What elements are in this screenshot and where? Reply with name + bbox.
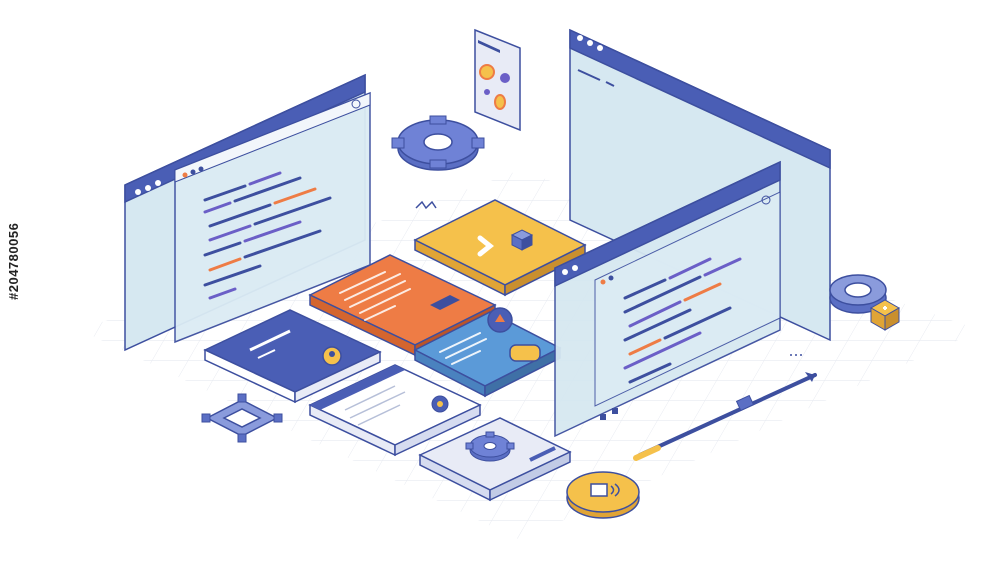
ring-icon bbox=[829, 274, 887, 314]
left-code-editor-window bbox=[174, 91, 371, 344]
gear-icon bbox=[391, 115, 485, 171]
checkmark-icon bbox=[477, 235, 495, 257]
stock-image-id: #204780056 bbox=[6, 222, 21, 300]
plus-icon bbox=[869, 299, 901, 331]
wireless-pay-icon bbox=[566, 471, 640, 519]
gear-document-card bbox=[418, 417, 572, 502]
pen-stylus-icon bbox=[633, 354, 817, 461]
right-code-editor-window bbox=[554, 160, 781, 438]
gear-icon bbox=[465, 431, 515, 462]
blue-app-window-card bbox=[203, 309, 382, 404]
battery-icon bbox=[509, 344, 541, 362]
white-document-card bbox=[308, 364, 482, 457]
light-blue-tile bbox=[413, 307, 562, 398]
mobile-app-card bbox=[474, 28, 521, 132]
checkmark-tile bbox=[413, 199, 587, 297]
cube-icon bbox=[510, 229, 534, 251]
mobile-app-icon bbox=[479, 64, 495, 80]
code-lines bbox=[203, 171, 332, 300]
circuit-chip-icon bbox=[201, 393, 283, 443]
